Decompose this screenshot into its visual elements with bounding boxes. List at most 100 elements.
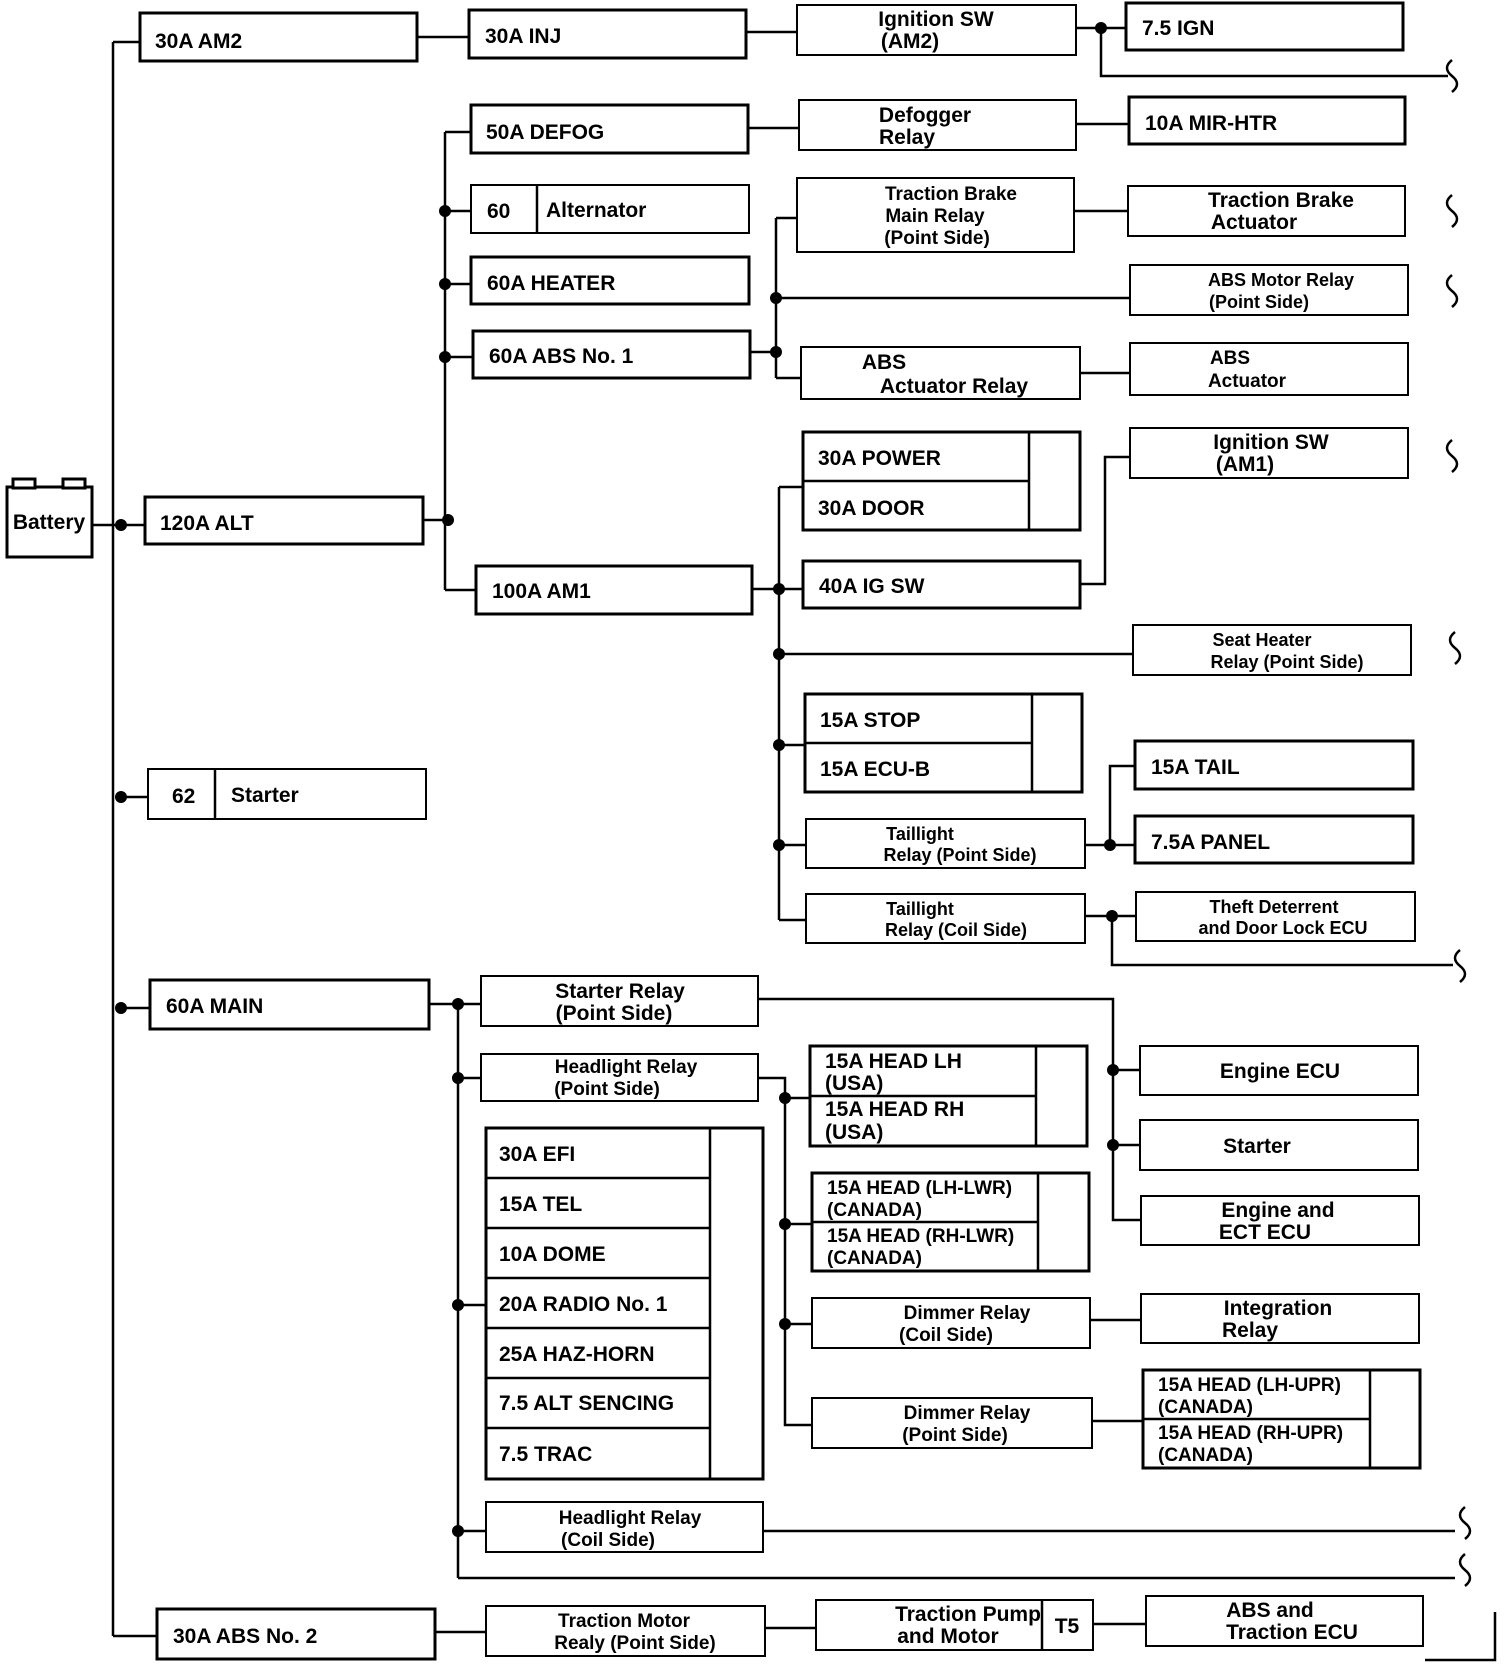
theft-deterrent-door-lock-ecu: Theft Deterrent and Door Lock ECU <box>1135 891 1416 942</box>
fuse-60a-abs-no1: 60A ABS No. 1 <box>471 329 752 380</box>
fuse-30a-abs-no2: 30A ABS No. 2 <box>155 1607 437 1661</box>
component-label: Seat Heater <box>1212 630 1311 650</box>
component-label: Engine and <box>1221 1199 1334 1222</box>
fuse-7-5-alt-sencing: 7.5 ALT SENCING <box>499 1392 674 1415</box>
component-label: and Motor <box>897 1625 998 1648</box>
fuse-30a-inj: 30A INJ <box>467 8 748 60</box>
fuse-15a-head-rh-usa-region: (USA) <box>825 1121 883 1144</box>
engine-ect-ecu: Engine and ECT ECU <box>1140 1195 1420 1246</box>
component-label: Traction Brake <box>1208 189 1354 212</box>
component-label: Ignition SW <box>878 8 994 31</box>
component-label: Dimmer Relay <box>904 1403 1031 1424</box>
fuse-label: 30A AM2 <box>155 30 242 53</box>
component-label: Traction Brake <box>885 184 1017 205</box>
fuse-60a-main: 60A MAIN <box>148 978 431 1031</box>
component-label: (Point Side) <box>556 1002 673 1025</box>
fuse-15a-head-rh-lwr-region: (CANADA) <box>827 1248 922 1269</box>
continuation-marks <box>1425 59 1497 1662</box>
fuse-15a-head-lh-upr-region: (CANADA) <box>1158 1397 1253 1418</box>
component-label: (AM1) <box>1216 453 1274 476</box>
fuse-label: 60A HEATER <box>487 272 615 295</box>
fuse-label: Alternator <box>546 199 646 222</box>
fuse-15a-head-rh-upr-region: (CANADA) <box>1158 1445 1253 1466</box>
component-label: Actuator <box>1208 371 1287 392</box>
fuse-label: Starter <box>231 784 299 807</box>
fuse-block-head-lwr-canada: 15A HEAD (LH-LWR) (CANADA) 15A HEAD (RH-… <box>810 1171 1091 1273</box>
ignition-sw-am1: Ignition SW (AM1) <box>1129 427 1409 479</box>
component-label: Main Relay <box>885 206 985 227</box>
component-label: (Coil Side) <box>899 1325 993 1346</box>
component-label: Headlight Relay <box>555 1057 698 1078</box>
integration-relay: Integration Relay <box>1140 1293 1420 1344</box>
fuse-25a-haz-horn: 25A HAZ-HORN <box>499 1343 655 1366</box>
component-label: ABS <box>1210 348 1250 369</box>
fuse-15a-head-rh-upr: 15A HEAD (RH-UPR) <box>1158 1423 1343 1444</box>
fuse-t5: T5 <box>1055 1615 1080 1638</box>
fuse-60-alternator: 60 Alternator <box>470 184 750 234</box>
traction-brake-main-relay: Traction Brake Main Relay (Point Side) <box>796 177 1075 253</box>
component-label: ABS and <box>1226 1599 1314 1622</box>
component-label: Ignition SW <box>1213 431 1329 454</box>
abs-actuator-relay: ABS Actuator Relay <box>800 346 1081 400</box>
fuse-62-starter: 62 Starter <box>147 768 427 820</box>
fuse-15a-head-lh-upr: 15A HEAD (LH-UPR) <box>1158 1375 1341 1396</box>
component-label: Starter Relay <box>555 980 685 1003</box>
starter-relay-point-side: Starter Relay (Point Side) <box>480 975 759 1027</box>
fuse-label: 10A MIR-HTR <box>1145 112 1277 135</box>
fuse-15a-head-rh-lwr: 15A HEAD (RH-LWR) <box>827 1226 1014 1247</box>
fuse-block-head-upr-canada: 15A HEAD (LH-UPR) (CANADA) 15A HEAD (RH-… <box>1141 1368 1422 1470</box>
fuse-label: 40A IG SW <box>819 575 925 598</box>
fuse-label: 30A ABS No. 2 <box>173 1625 317 1648</box>
fuse-20a-radio-no1: 20A RADIO No. 1 <box>499 1293 668 1316</box>
traction-brake-actuator: Traction Brake Actuator <box>1127 185 1406 237</box>
fuse-15a-head-lh-usa: 15A HEAD LH <box>825 1050 962 1073</box>
fuse-15a-tel: 15A TEL <box>499 1193 582 1216</box>
battery-label: Battery <box>13 511 86 534</box>
fuse-label: 15A TAIL <box>1151 756 1240 779</box>
component-label: Defogger <box>879 104 971 127</box>
junction-dots <box>115 22 1119 1537</box>
component-label: and Door Lock ECU <box>1198 918 1367 938</box>
fuse-label: 100A AM1 <box>492 580 591 603</box>
fuse-label: 60A ABS No. 1 <box>489 345 634 368</box>
component-label: (AM2) <box>881 30 939 53</box>
component-label: Engine ECU <box>1220 1060 1340 1083</box>
component-label: Integration <box>1224 1297 1333 1320</box>
component-label: Traction Pump <box>895 1603 1041 1626</box>
fuse-number: 60 <box>487 200 510 223</box>
fuse-15a-ecu-b: 15A ECU-B <box>820 758 930 781</box>
headlight-relay-coil-side: Headlight Relay (Coil Side) <box>485 1501 764 1553</box>
fuse-10a-dome: 10A DOME <box>499 1243 606 1266</box>
headlight-relay-point-side: Headlight Relay (Point Side) <box>480 1053 759 1102</box>
fuse-block-stop-ecub: 15A STOP 15A ECU-B <box>803 692 1084 794</box>
component-label: ECT ECU <box>1219 1221 1311 1244</box>
component-label: Traction ECU <box>1226 1621 1358 1644</box>
fuse-label: 30A INJ <box>485 25 561 48</box>
traction-motor-relay: Traction Motor Realy (Point Side) <box>485 1605 766 1657</box>
fuse-120a-alt: 120A ALT <box>143 495 425 546</box>
fuse-block-head-usa: 15A HEAD LH (USA) 15A HEAD RH (USA) <box>808 1044 1089 1148</box>
fuse-15a-stop: 15A STOP <box>820 709 920 732</box>
component-label: (Point Side) <box>1209 292 1309 312</box>
component-label: Relay <box>1222 1319 1278 1342</box>
component-label: Traction Motor <box>558 1611 691 1632</box>
component-label: Actuator Relay <box>880 375 1029 398</box>
fuse-30a-power: 30A POWER <box>818 447 941 470</box>
component-label: (Coil Side) <box>561 1530 655 1551</box>
fuse-label: 60A MAIN <box>166 995 263 1018</box>
taillight-relay-point-side: Taillight Relay (Point Side) <box>805 818 1086 869</box>
fuse-number: 62 <box>172 785 195 808</box>
fuse-100a-am1: 100A AM1 <box>474 564 754 616</box>
fuse-30a-am2: 30A AM2 <box>138 11 419 63</box>
component-label: Taillight <box>886 899 954 919</box>
fuse-30a-door: 30A DOOR <box>818 497 925 520</box>
abs-actuator: ABS Actuator <box>1129 342 1409 396</box>
component-label: Realy (Point Side) <box>554 1633 716 1654</box>
seat-heater-relay: Seat Heater Relay (Point Side) <box>1132 624 1412 676</box>
fuse-15a-head-lh-lwr-region: (CANADA) <box>827 1200 922 1221</box>
fuse-15a-head-rh-usa: 15A HEAD RH <box>825 1098 964 1121</box>
component-label: (Point Side) <box>884 228 990 249</box>
component-label: Headlight Relay <box>559 1508 702 1529</box>
component-label: Actuator <box>1211 211 1297 234</box>
